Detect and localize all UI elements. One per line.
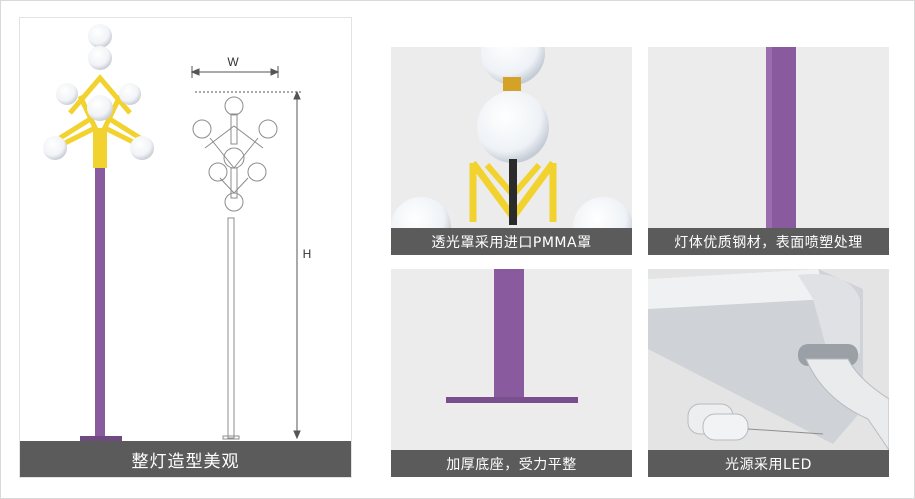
tile-caption-bar: 透光罩采用进口PMMA罩	[391, 228, 632, 255]
width-dimension-label: W	[227, 55, 239, 69]
tile-caption: 透光罩采用进口PMMA罩	[431, 234, 592, 251]
detail-tile-steel-body: 灯体优质钢材，表面喷塑处理	[648, 47, 889, 255]
dimension-drawing-lamp	[192, 96, 278, 440]
main-caption: 整灯造型美观	[131, 451, 240, 472]
base-closeup-illustration	[446, 269, 578, 403]
tile-caption-bar: 灯体优质钢材，表面喷塑处理	[648, 228, 889, 255]
pole-closeup-illustration	[766, 47, 796, 228]
detail-tile-base: 加厚底座，受力平整	[391, 269, 632, 477]
tile-caption-bar: 加厚底座，受力平整	[391, 450, 632, 477]
tile-caption: 光源采用LED	[725, 456, 812, 473]
detail-tile-led: 光源采用LED	[648, 269, 889, 477]
main-caption-bar: 整灯造型美观	[20, 441, 351, 477]
colored-lamp-icon	[43, 24, 154, 443]
tile-caption: 加厚底座，受力平整	[446, 456, 577, 473]
tile-caption: 灯体优质钢材，表面喷塑处理	[674, 234, 863, 251]
lamp-overview-panel: W H 整灯造型美观	[19, 17, 352, 478]
lamp-overview-illustration: W H	[43, 24, 312, 443]
width-dimension-line	[190, 66, 280, 78]
height-dimension-label: H	[303, 247, 312, 261]
led-closeup-illustration	[648, 269, 889, 450]
height-dimension-line	[195, 90, 302, 440]
tile-caption-bar: 光源采用LED	[648, 450, 889, 477]
detail-tile-pmma: 透光罩采用进口PMMA罩	[391, 47, 632, 255]
globe-closeup-illustration	[391, 47, 632, 228]
